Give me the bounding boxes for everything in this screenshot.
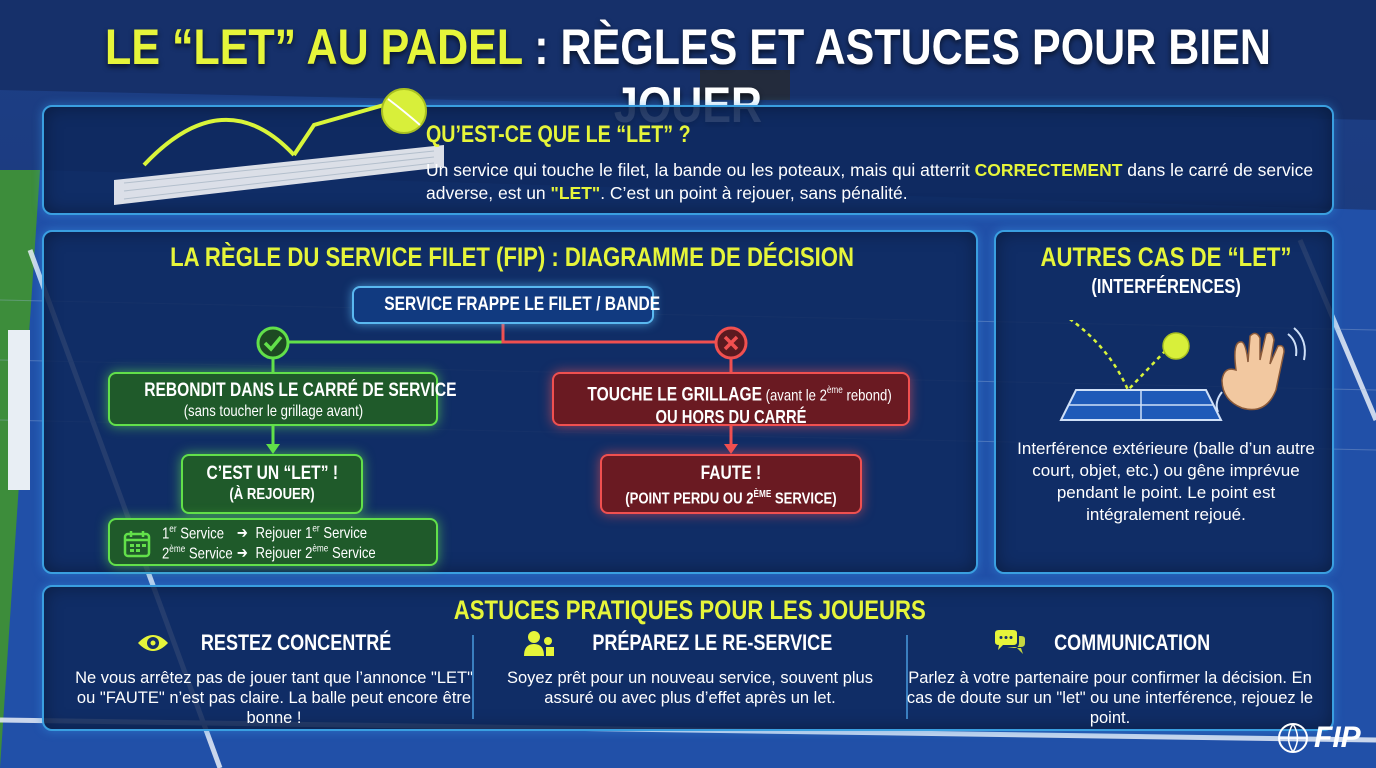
tip-text: Ne vous arrêtez pas de jouer tant que l’… xyxy=(75,669,473,727)
highlight-let: "LET" xyxy=(550,183,601,203)
other-cases-title: AUTRES CAS DE “LET” xyxy=(1040,242,1292,272)
yes-branch-node: REBONDIT DANS LE CARRÉ DE SERVICE (sans … xyxy=(108,372,456,426)
what-is-let-panel: QU’EST-CE QUE LE “LET” ? Un service qui … xyxy=(42,88,1334,215)
ball-net-illustration xyxy=(114,88,444,205)
check-icon xyxy=(256,326,290,360)
what-is-let-title: QU’EST-CE QUE LE “LET” ? xyxy=(426,121,691,148)
tip-communication: COMMUNICATION Parlez à votre partenaire … xyxy=(900,629,1320,728)
other-cases-subtitle: (INTERFÉRENCES) xyxy=(1091,276,1241,298)
start-node: SERVICE FRAPPE LE FILET / BANDE xyxy=(352,286,660,324)
what-is-let-text: Un service qui touche le filet, la bande… xyxy=(426,160,1314,203)
other-let-cases-panel: AUTRES CAS DE “LET” (INTERFÉRENCES) Inte… xyxy=(994,230,1334,574)
tips-divider xyxy=(472,635,474,719)
eye-icon xyxy=(137,635,168,651)
no-branch-node: TOUCHE LE GRILLAGE (avant le 2ème rebond… xyxy=(552,372,910,427)
hand-wave-icon xyxy=(1215,327,1306,413)
tip-prepare-reserve: PRÉPAREZ LE RE-SERVICE Soyez prêt pour u… xyxy=(480,629,900,708)
fip-logo: FIP xyxy=(1276,716,1368,760)
tips-divider xyxy=(906,635,908,719)
tip-text: Soyez prêt pour un nouveau service, souv… xyxy=(507,669,873,707)
replay-service-node: 1er Service➔Rejouer 1er Service 2ème Ser… xyxy=(108,518,438,566)
tip-stay-focused: RESTEZ CONCENTRÉ Ne vous arrêtez pas de … xyxy=(64,629,484,728)
highlight-correctement: CORRECTEMENT xyxy=(974,160,1123,180)
other-cases-text: Interférence extérieure (balle d’un autr… xyxy=(1017,439,1315,524)
let-result-node: C’EST UN “LET” ! (À REJOUER) xyxy=(181,454,363,514)
title-part-let: LE “LET” AU PADEL xyxy=(105,19,523,75)
diagram-title: LA RÈGLE DU SERVICE FILET (FIP) : DIAGRA… xyxy=(170,242,854,272)
tip-text: Parlez à votre partenaire pour confirmer… xyxy=(906,669,1314,727)
cross-icon xyxy=(714,326,748,360)
arrow-right-icon: ➔ xyxy=(236,545,248,562)
globe-logo-icon xyxy=(1278,723,1308,753)
first-service-row: 1er Service➔Rejouer 1er Service xyxy=(162,523,368,542)
decision-diagram-panel: LA RÈGLE DU SERVICE FILET (FIP) : DIAGRA… xyxy=(42,230,978,574)
second-service-row: 2ème Service➔Rejouer 2ème Service xyxy=(162,543,376,562)
interference-illustration xyxy=(1059,320,1306,421)
tips-title: ASTUCES PRATIQUES POUR LES JOUEURS xyxy=(454,595,926,625)
tips-panel: ASTUCES PRATIQUES POUR LES JOUEURS RESTE… xyxy=(42,585,1334,731)
calendar-icon xyxy=(123,531,151,558)
chat-icon xyxy=(994,630,1025,654)
arrow-right-icon: ➔ xyxy=(236,525,248,542)
fault-result-node: FAUTE ! (POINT PERDU OU 2ÈME SERVICE) xyxy=(600,454,862,514)
player-icon xyxy=(523,631,554,656)
